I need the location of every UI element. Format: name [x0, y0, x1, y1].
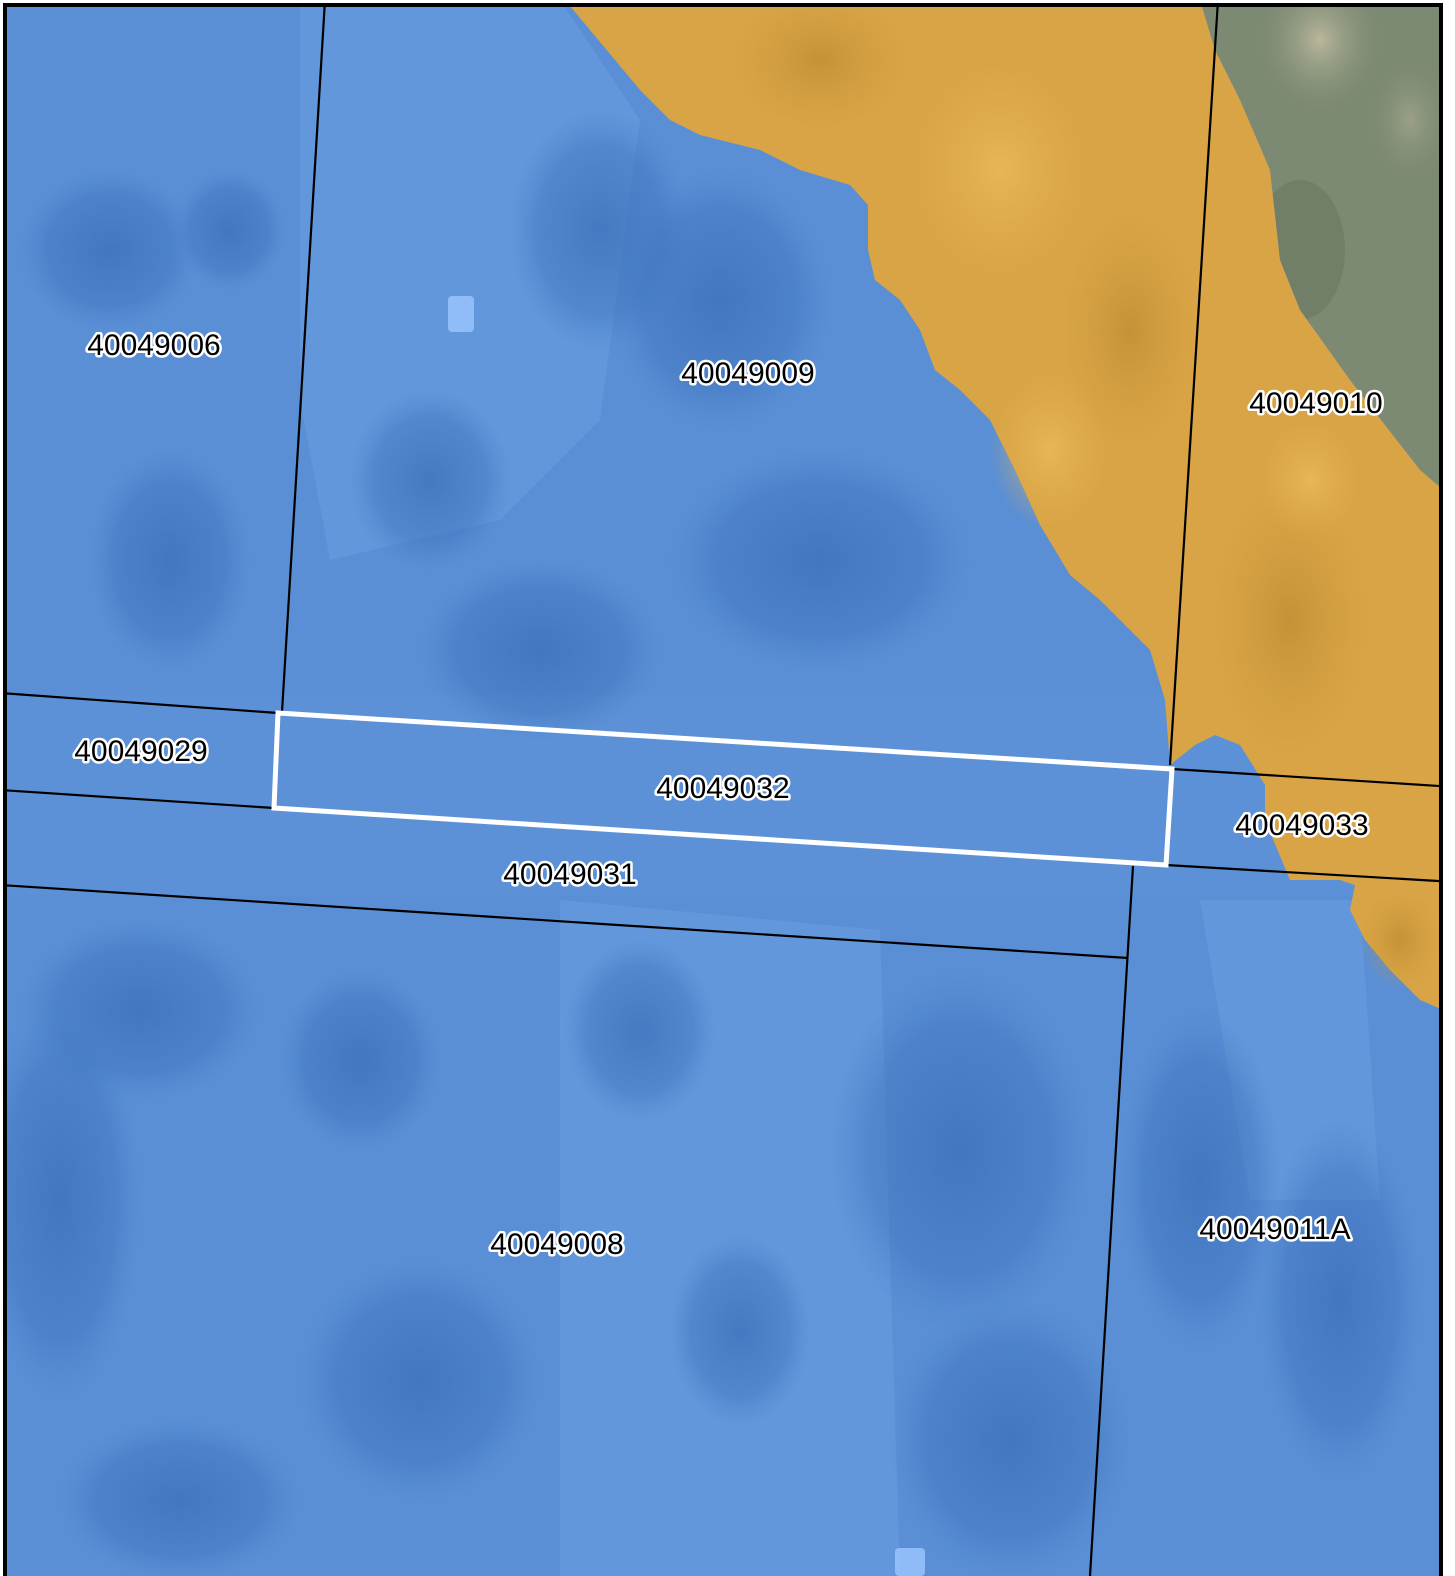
- parcel-label-40049008[interactable]: 40049008: [488, 1225, 626, 1263]
- boundary-line: [280, 7, 326, 713]
- map-frame-border: [3, 3, 1443, 1576]
- boundary-line: [7, 884, 1129, 960]
- parcel-label-40049033[interactable]: 40049033: [1233, 806, 1371, 844]
- boundary-line: [1171, 767, 1440, 788]
- boundary-line: [1165, 863, 1440, 883]
- parcel-label-40049032[interactable]: 40049032: [654, 769, 792, 807]
- parcel-label-40049029[interactable]: 40049029: [72, 732, 210, 770]
- boundary-line: [7, 692, 279, 715]
- boundary-line: [1168, 7, 1219, 766]
- aerial-tree-canopy: [7, 110, 1420, 1576]
- flood-zone-orange: [570, 7, 1440, 1009]
- boundary-line: [1088, 865, 1135, 1576]
- flood-zone-orange-texture: [730, 7, 1440, 990]
- parcel-label-40049010[interactable]: 40049010: [1247, 384, 1385, 422]
- parcel-label-40049011A[interactable]: 40049011A: [1197, 1210, 1353, 1248]
- selected-parcel-outline[interactable]: [271, 710, 1175, 868]
- boundary-line: [7, 789, 275, 810]
- parcel-labels: 40049006 40049009 40049010 40049029 4004…: [72, 326, 1385, 1263]
- parcel-label-40049009[interactable]: 40049009: [679, 354, 817, 392]
- parcel-label-40049031[interactable]: 40049031: [501, 855, 639, 893]
- parcel-label-40049006[interactable]: 40049006: [85, 326, 223, 364]
- aerial-structures: [448, 296, 925, 1576]
